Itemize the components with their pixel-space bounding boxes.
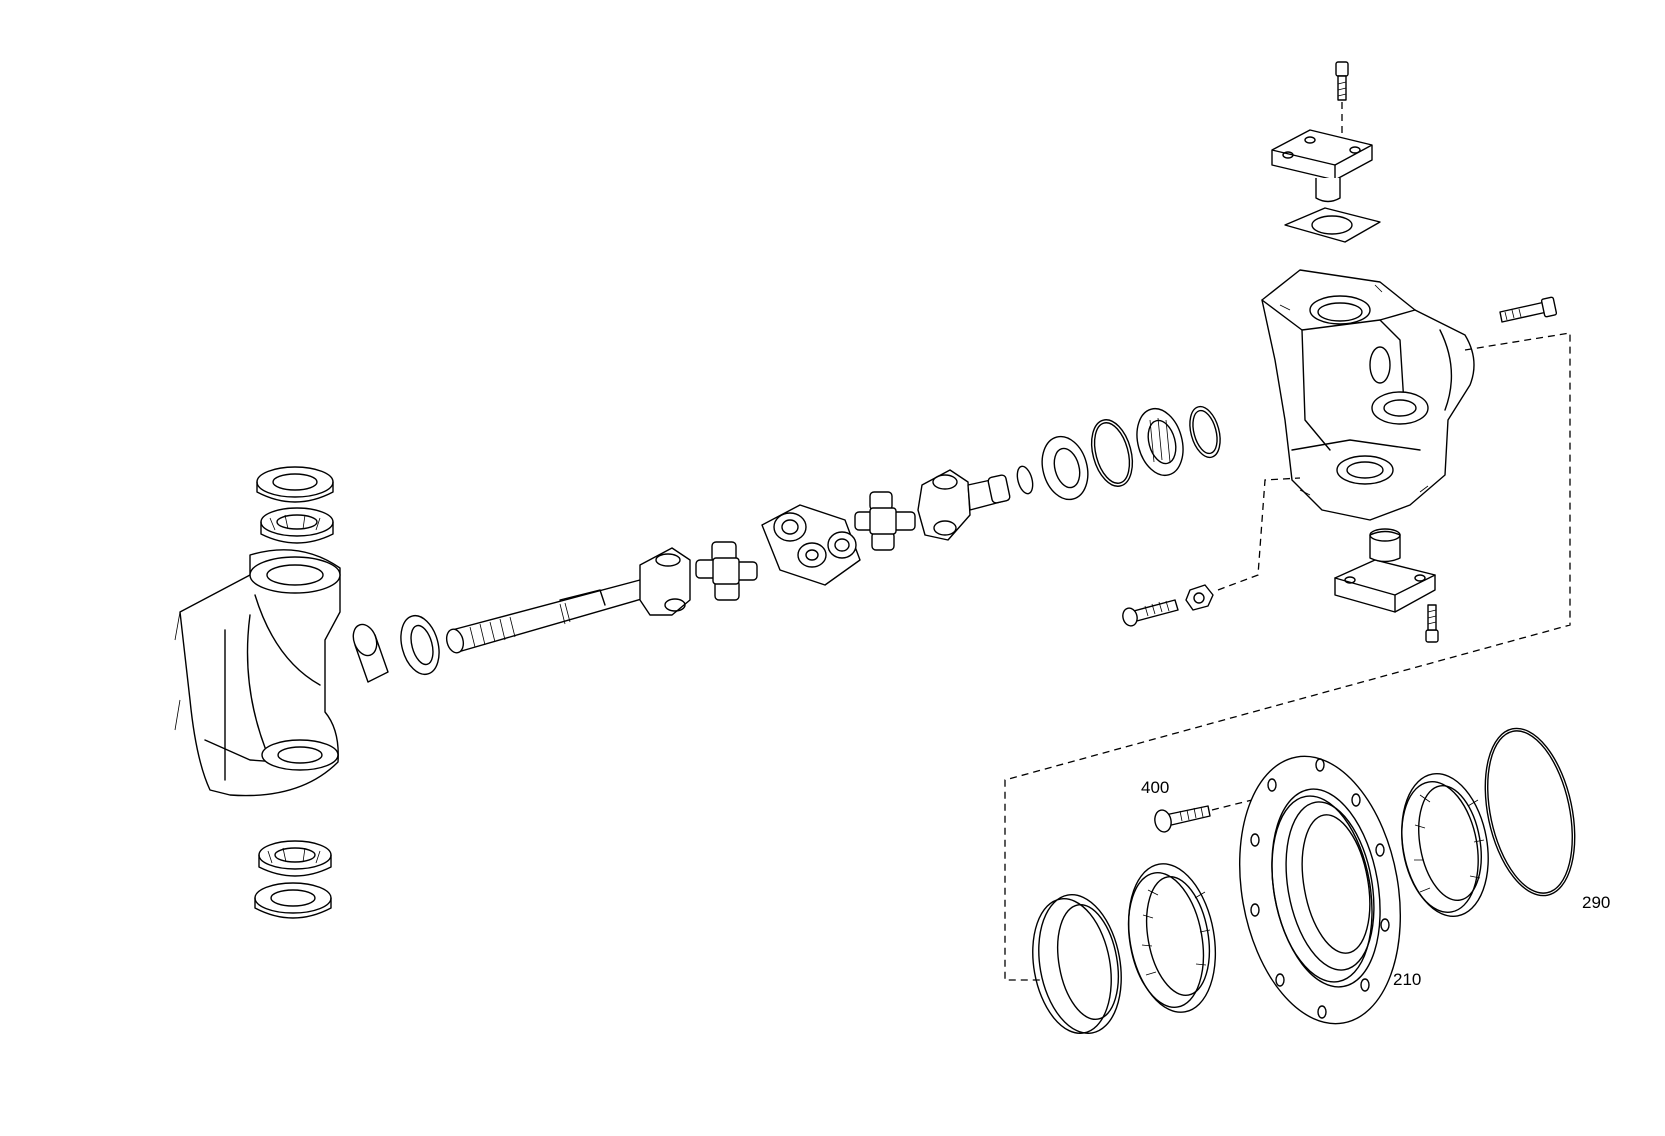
outer-bearing-cone: [1127, 863, 1217, 1013]
outer-stub-shaft-yoke: [917, 469, 1011, 541]
callout-400: 400: [1141, 778, 1169, 797]
callout-290: 290: [1582, 893, 1610, 912]
ball-bearing: [1136, 407, 1184, 477]
inner-bearing: [1401, 773, 1489, 917]
assembly-line-nut-to-knuckle: [1217, 477, 1301, 591]
steering-arm-bolt-right: [1499, 296, 1558, 323]
o-ring-290: [1484, 727, 1576, 897]
retaining-ring-large: [1090, 419, 1134, 487]
lower-king-pin-bolt: [1425, 604, 1439, 643]
inner-shaft-yoke: [639, 547, 691, 616]
tie-rod-bolt: [1122, 599, 1179, 627]
king-pin-cap-gasket: [1284, 207, 1381, 243]
outer-shaft-seal: [1041, 435, 1089, 501]
right-knuckle-housing: [1261, 269, 1475, 521]
assembly-line-hub-group: [1004, 332, 1571, 981]
double-cardan-center-yoke: [761, 504, 861, 586]
upper-king-pin-cap: [1271, 129, 1373, 203]
shaft-seal-ring: [400, 614, 440, 676]
upper-taper-bearing-cup: [256, 466, 334, 503]
wheel-hub-flange-210: [1238, 755, 1402, 1025]
snap-ring-small: [1016, 465, 1034, 495]
universal-joint-cross-left: [695, 541, 758, 601]
callout-210: 210: [1393, 970, 1421, 989]
axle-shaft: [445, 579, 646, 654]
wheel-stud-400: [1154, 805, 1211, 833]
hex-nut: [1185, 584, 1214, 611]
lower-taper-bearing-cone: [258, 840, 332, 877]
outer-bearing-cup: [1032, 894, 1122, 1034]
upper-king-pin-bolt: [1335, 61, 1349, 101]
lower-taper-bearing-cup: [254, 882, 332, 919]
lower-king-pin-cap: [1334, 528, 1436, 613]
bearing-retaining-ring: [1189, 405, 1221, 459]
left-knuckle-housing: [174, 549, 341, 797]
universal-joint-cross-right: [854, 491, 916, 551]
upper-taper-bearing-cone: [260, 507, 334, 544]
bushing-sleeve: [352, 623, 389, 683]
